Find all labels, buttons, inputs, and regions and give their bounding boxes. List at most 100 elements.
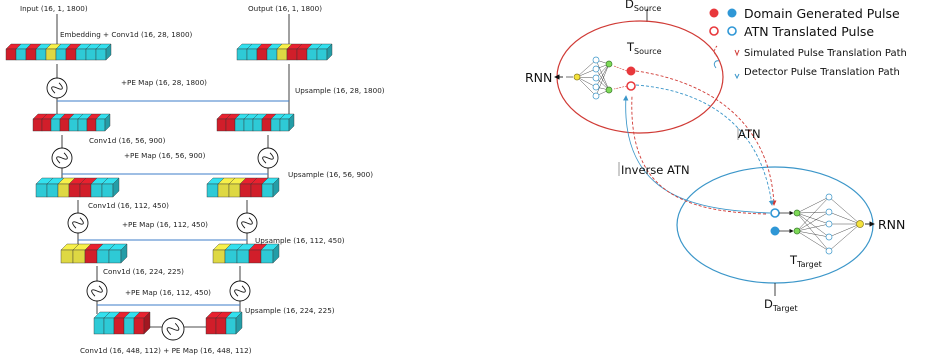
- feature-block-side: [104, 113, 111, 132]
- network-edge: [796, 230, 830, 252]
- unet-diagram: Input (16, 1, 1800) Output (16, 1, 1800)…: [5, 4, 385, 355]
- pe-map-2-label: +PE Map (16, 56, 900): [124, 151, 206, 160]
- feature-block: [296, 48, 308, 61]
- d-source-label: DSource: [625, 0, 661, 13]
- source-generated-pulse: [626, 66, 636, 76]
- source-output-node: [573, 73, 581, 81]
- feature-block: [90, 183, 103, 198]
- feature-block: [59, 118, 70, 132]
- network-edge: [796, 196, 830, 214]
- feature-block: [206, 183, 219, 198]
- source-hidden-node: [592, 65, 600, 73]
- decoder-row-3: [206, 177, 280, 198]
- feature-block: [101, 183, 114, 198]
- network-edge: [576, 59, 597, 78]
- feature-block: [65, 48, 77, 61]
- source-network: [566, 56, 636, 100]
- feature-block: [234, 118, 245, 132]
- target-input-node: [793, 227, 801, 235]
- source-translated-pulse: [626, 81, 636, 91]
- source-hidden-node: [592, 92, 600, 100]
- atn-diagram: DSource TSource TTarget DTarget RNN RNN …: [525, 0, 905, 313]
- bottom-right-row: [205, 311, 243, 335]
- feature-block-side: [112, 177, 120, 198]
- legend-simulated-path: Simulated Pulse Translation Path: [744, 48, 907, 59]
- legend-red-curve-icon: [714, 45, 719, 58]
- feature-block: [108, 249, 122, 264]
- feature-block: [225, 118, 236, 132]
- pe-map-1-label: +PE Map (16, 28, 1800): [121, 78, 207, 87]
- feature-block: [224, 249, 238, 264]
- target-hidden-node: [825, 208, 833, 216]
- legend-blue-arrow-icon: [734, 73, 740, 80]
- feature-block: [103, 317, 115, 335]
- network-edges: [796, 196, 861, 252]
- legend-detector-path: Detector Pulse Translation Path: [744, 67, 900, 78]
- inverse-atn-label: Inverse ATN: [621, 163, 690, 177]
- feature-block-side: [235, 311, 243, 335]
- encoder-row-2: [32, 113, 111, 132]
- source-hidden-node: [592, 56, 600, 64]
- feature-block: [32, 118, 43, 132]
- pe-circle-3-left: [67, 212, 89, 234]
- pe-circle-2-left: [51, 147, 73, 169]
- source-hidden-node: [592, 74, 600, 82]
- feature-block: [5, 48, 17, 61]
- feature-block: [279, 118, 290, 132]
- legend: Domain Generated Pulse ATN Translated Pu…: [709, 6, 907, 80]
- feature-block: [248, 249, 262, 264]
- encoder-row-4: [60, 243, 128, 264]
- feature-block: [85, 48, 97, 61]
- feature-block: [84, 249, 98, 264]
- feature-block: [72, 249, 86, 264]
- feature-block: [123, 317, 135, 335]
- feature-block: [57, 183, 70, 198]
- pe-map-3-label: +PE Map (16, 112, 450): [122, 220, 208, 229]
- feature-block: [45, 48, 57, 61]
- source-pulse-link: [613, 65, 628, 72]
- bottom-label: Conv1d (16, 448, 112) + PE Map (16, 448,…: [80, 346, 252, 355]
- feature-block: [60, 249, 74, 264]
- target-hidden-node: [825, 247, 833, 255]
- feature-block: [35, 48, 47, 61]
- feature-block: [93, 317, 105, 335]
- network-edge: [828, 196, 861, 225]
- network-edge: [796, 223, 830, 232]
- feature-block: [15, 48, 27, 61]
- network-edge: [828, 223, 861, 238]
- pe-circle-1: [46, 77, 68, 99]
- sine-wave-icon: [72, 217, 84, 229]
- network-edge: [796, 211, 830, 232]
- feature-block: [239, 183, 252, 198]
- feature-block: [266, 48, 278, 61]
- feature-block: [95, 118, 106, 132]
- skip-connections: [57, 100, 289, 306]
- network-edge: [796, 230, 830, 238]
- atn-label: ATN: [738, 127, 761, 141]
- target-translated-pulse: [770, 208, 780, 218]
- feature-block: [55, 48, 67, 61]
- translation-paths: [623, 70, 777, 215]
- legend-red-arrow-icon: [734, 49, 740, 57]
- legend-blue-filled-dot: [727, 8, 737, 18]
- feature-block: [261, 118, 272, 132]
- feature-block: [41, 118, 52, 132]
- network-edge: [595, 68, 610, 91]
- upsample-3-label: Upsample (16, 112, 450): [255, 236, 345, 245]
- legend-domain-generated: Domain Generated Pulse: [744, 6, 900, 21]
- network-edge: [796, 196, 830, 232]
- feature-block: [212, 249, 226, 264]
- feature-block: [25, 48, 37, 61]
- target-generated-pulse: [770, 226, 780, 236]
- feature-block: [77, 118, 88, 132]
- source-input-node: [605, 60, 613, 68]
- target-ellipse: [676, 166, 874, 284]
- legend-red-filled-dot: [709, 8, 719, 18]
- network-edge: [595, 59, 610, 91]
- t-source-label: TSource: [626, 40, 662, 56]
- network-edge: [576, 76, 597, 97]
- legend-blue-hollow-dot: [727, 26, 737, 36]
- sine-wave-icon: [166, 322, 180, 336]
- feature-block-side: [326, 43, 333, 61]
- encoder-row-3: [35, 177, 120, 198]
